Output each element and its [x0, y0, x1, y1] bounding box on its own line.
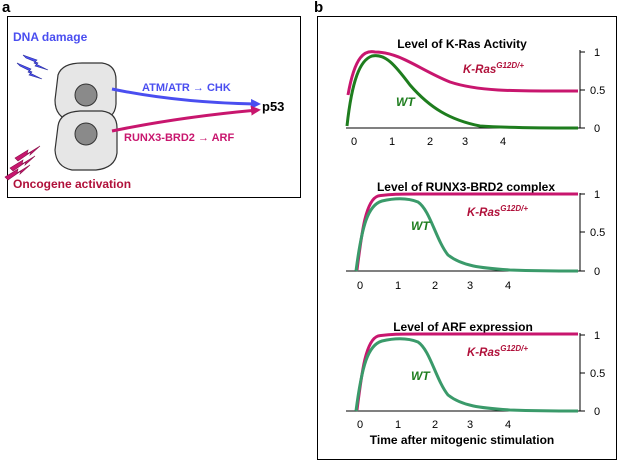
- plot1-x-tick-label: 2: [427, 136, 433, 148]
- plot1-x-tick-label: 3: [462, 136, 468, 148]
- plot1-title: Level of K-Ras Activity: [397, 37, 527, 51]
- plot3-y-ticks: 1 0.5 0: [580, 330, 605, 418]
- dna-damage-label: DNA damage: [13, 30, 88, 44]
- bottom-cell: [54, 110, 118, 171]
- runx3-brd2-arf-label: RUNX3-BRD2 → ARF: [124, 132, 234, 144]
- plot1-x-tick-label: 1: [389, 136, 395, 148]
- oncogene-lightning-icon: [4, 145, 41, 181]
- plot2-y-ticks: 1 0.5 0: [580, 189, 605, 278]
- plot3-wt-label: WT: [411, 369, 431, 383]
- plot1-x-tick-label: 4: [500, 136, 506, 148]
- plot-runx3-brd2-complex: Level of RUNX3-BRD2 complex 1 0.5 0 0 1 …: [346, 180, 605, 292]
- top-cell: [54, 62, 117, 122]
- plot1-wt-label: WT: [396, 95, 416, 109]
- plot3-y-tick-label: 1: [594, 330, 600, 342]
- plot2-wt-curve: [354, 197, 579, 273]
- plot3-y-tick-label: 0: [594, 406, 600, 418]
- plot2-x-tick-label: 3: [467, 280, 473, 292]
- atm-atr-arrow: [111, 87, 261, 109]
- plot2-mutant-curve: [355, 192, 578, 271]
- atm-atr-chk-label: ATM/ATR → CHK: [142, 82, 231, 94]
- plot2-x-tick-label: 1: [395, 280, 401, 292]
- plot3-y-tick-label: 0.5: [590, 368, 605, 380]
- plot2-y-tick-label: 0: [594, 266, 600, 278]
- plot3-x-tick-label: 0: [357, 419, 363, 431]
- plot1-mutant-label: K-RasG12D/+: [463, 61, 524, 76]
- plot-arf-expression: Level of ARF expression 1 0.5 0 0 1 2 3 …: [346, 320, 605, 431]
- plot3-mutant-label: K-RasG12D/+: [467, 344, 528, 359]
- plot1-y-tick-label: 1: [594, 47, 600, 59]
- plot1-x-ticks: 0 1 2 3 4: [351, 136, 506, 148]
- plot1-wt-curve: [345, 54, 579, 130]
- plot1-y-ticks: 1 0.5 0: [580, 47, 605, 135]
- plot2-title: Level of RUNX3-BRD2 complex: [377, 180, 555, 194]
- plot1-y-tick-label: 0.5: [590, 85, 605, 97]
- plot2-x-ticks: 0 1 2 3 4: [357, 280, 511, 292]
- plot2-mutant-label: K-RasG12D/+: [467, 204, 528, 219]
- plot3-x-ticks: 0 1 2 3 4: [357, 419, 511, 431]
- plot2-x-tick-label: 2: [432, 280, 438, 292]
- plot3-title: Level of ARF expression: [393, 320, 533, 334]
- dna-damage-lightning-icon: [16, 54, 49, 80]
- plot3-x-tick-label: 4: [505, 419, 511, 431]
- plot2-x-tick-label: 0: [357, 280, 363, 292]
- plot1-mutant-curve: [346, 50, 579, 96]
- x-axis-label: Time after mitogenic stimulation: [370, 433, 554, 447]
- plot3-x-tick-label: 2: [432, 419, 438, 431]
- plot2-x-tick-label: 4: [505, 280, 511, 292]
- p53-label: p53: [262, 99, 284, 114]
- oncogene-activation-label: Oncogene activation: [13, 177, 131, 191]
- plot2-y-tick-label: 1: [594, 189, 600, 201]
- panel-b-letter: b: [314, 0, 324, 16]
- panel-b-box: [317, 16, 617, 460]
- panel-a-letter: a: [2, 0, 11, 16]
- plot2-y-tick-label: 0.5: [590, 227, 605, 239]
- plot3-mutant-curve: [355, 332, 578, 411]
- plot3-x-tick-label: 1: [395, 419, 401, 431]
- panel-a-box: [7, 16, 301, 198]
- plot2-wt-label: WT: [411, 219, 431, 233]
- runx3-arf-arrow: [111, 105, 261, 133]
- plot-kras-activity: Level of K-Ras Activity 1 0.5 0 0 1 2 3 …: [345, 37, 605, 148]
- plot3-wt-curve: [354, 337, 579, 413]
- plot1-y-tick-label: 0: [594, 123, 600, 135]
- plot3-x-tick-label: 3: [467, 419, 473, 431]
- plot1-x-tick-label: 0: [351, 136, 357, 148]
